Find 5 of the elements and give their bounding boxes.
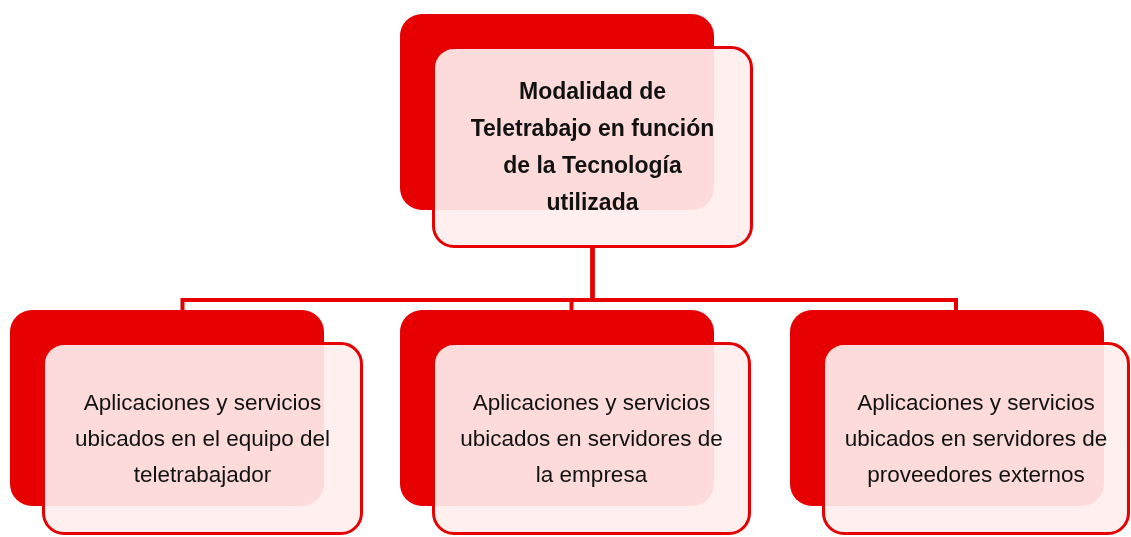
node-text: Aplicaciones y servicios ubicados en el equipo del teletrabajador — [73, 388, 332, 489]
node-text: Aplicaciones y servicios ubicados en servidores de proveedores externos — [843, 388, 1109, 489]
node-text: Modalidad de Teletrabajo en función de la Tecnología utilizada — [469, 77, 716, 217]
connector-line — [590, 248, 958, 310]
node-text: Aplicaciones y servicios ubicados en servidores de la empresa — [459, 388, 724, 489]
